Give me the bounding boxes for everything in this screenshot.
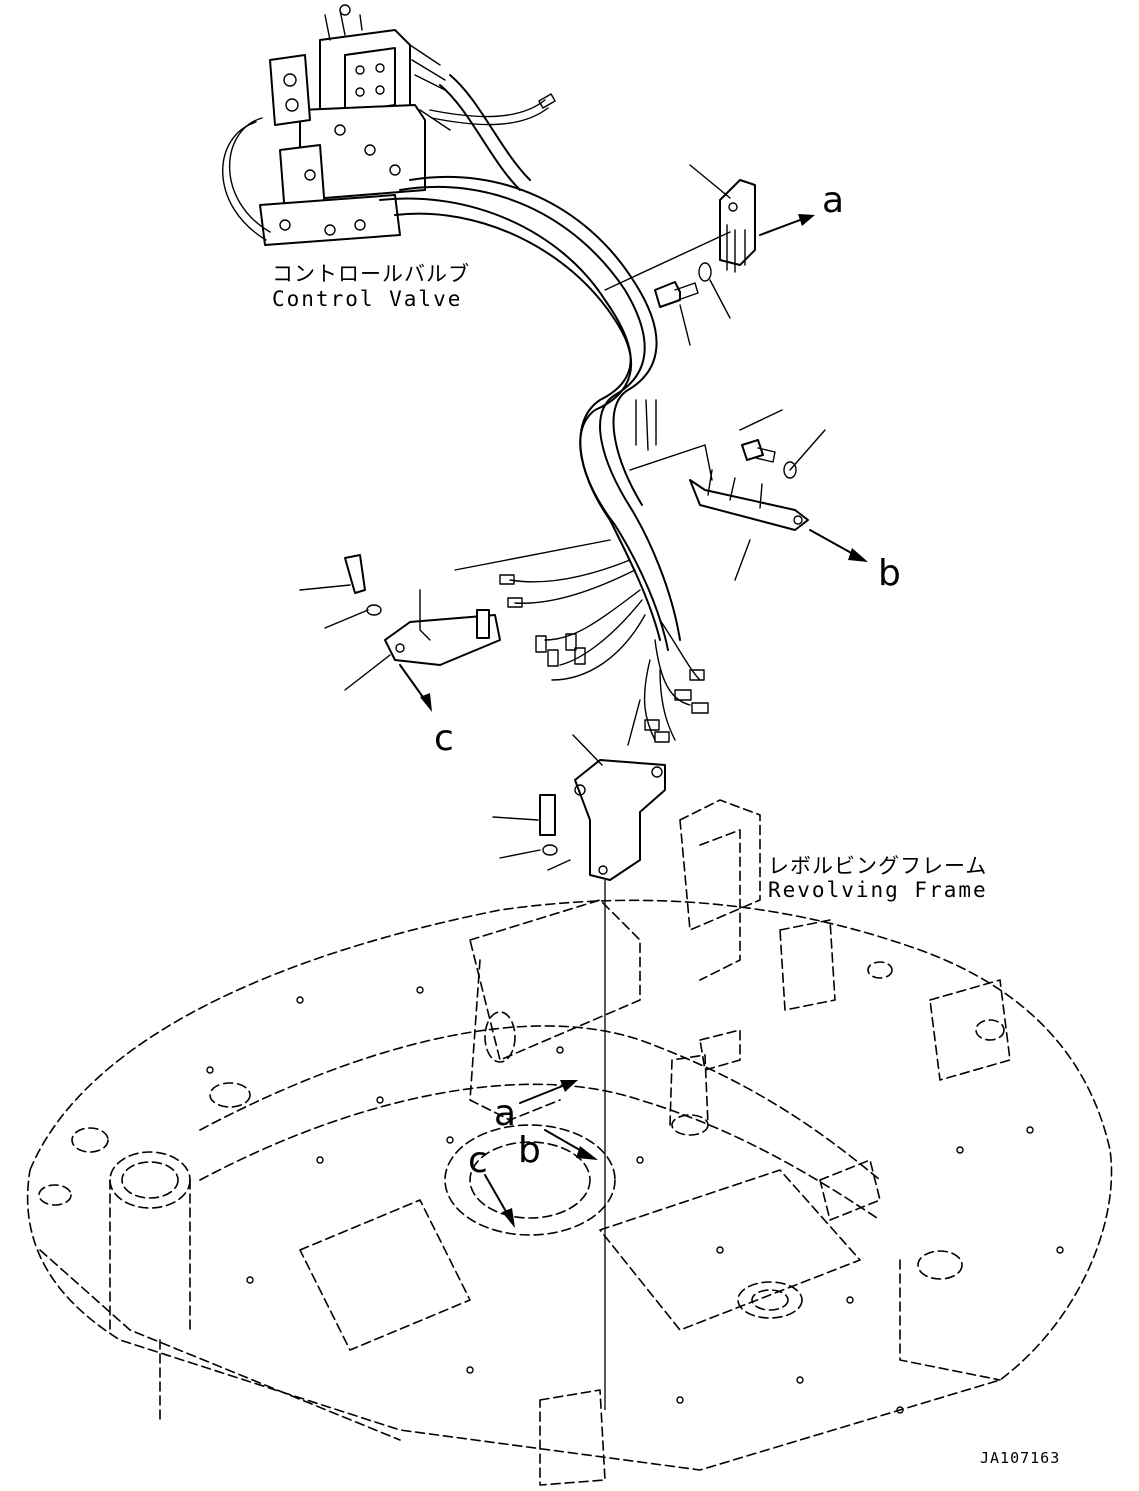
arrow-b-bottom: [576, 1146, 598, 1160]
control-valve-drawing: [222, 4, 556, 246]
clamp-a: [604, 164, 815, 346]
arrow-c-top: [420, 693, 432, 712]
clamp-c: [299, 539, 611, 712]
revolving-frame: [26, 799, 1113, 1486]
arrow-c-bottom: [502, 1208, 515, 1228]
arrow-a-bottom: [560, 1080, 578, 1092]
ref-b-bottom: b: [518, 1130, 541, 1171]
control-valve-label-en: Control Valve: [272, 287, 462, 311]
drawing-number: JA107163: [980, 1449, 1060, 1467]
ref-c-bottom: c: [468, 1140, 488, 1181]
ref-a-bottom: a: [494, 1093, 516, 1134]
revolving-frame-label-jp: レボルビングフレーム: [768, 854, 987, 878]
hose-bundle: [379, 74, 709, 743]
lower-bracket: [492, 699, 666, 881]
ref-b-top: b: [878, 553, 901, 594]
control-valve-label-jp: コントロールバルブ: [272, 262, 470, 286]
reference-arrows-bottom: [484, 1080, 598, 1228]
arrow-a-top: [798, 214, 815, 226]
arrow-b-top: [848, 548, 868, 562]
ref-c-top: c: [434, 718, 454, 759]
clamp-b: [629, 409, 868, 581]
ref-a-top: a: [822, 180, 844, 221]
revolving-frame-label-en: Revolving Frame: [768, 878, 988, 902]
